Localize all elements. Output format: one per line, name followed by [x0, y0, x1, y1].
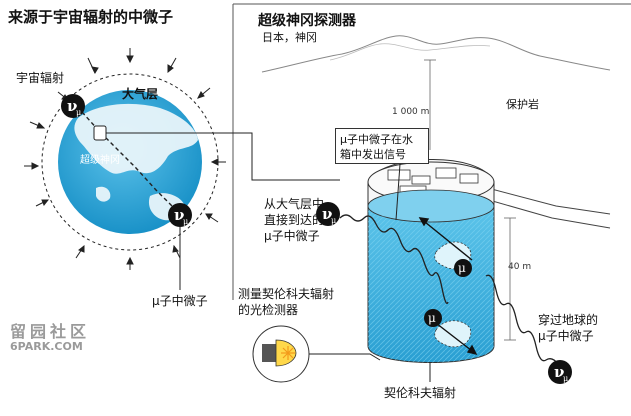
label-signal-line2: 箱中发出信号 [340, 148, 406, 161]
svg-text:ν: ν [67, 97, 77, 115]
watermark-url: 6PARK.COM [10, 340, 83, 353]
svg-text:ν: ν [174, 206, 184, 224]
mountain-detail [329, 43, 491, 61]
earth-group [24, 48, 340, 270]
label-atmosphere: 大气层 [122, 87, 159, 101]
access-tunnel [479, 185, 611, 229]
label-signal-line1: μ子中微子在水 [340, 133, 413, 146]
neutrino-icon-direct: ν μ [316, 202, 340, 226]
label-superk-earth: 超级神冈 [80, 155, 120, 166]
neutrino-path-direct [339, 214, 449, 305]
label-through-line1: 穿过地球的 [538, 313, 599, 327]
neutrino-icon-top: ν μ [61, 94, 85, 118]
label-through-line2: μ子中微子 [538, 329, 594, 343]
neutrino-path-through [485, 274, 559, 365]
svg-text:ν: ν [554, 363, 564, 381]
svg-text:μ: μ [458, 261, 466, 275]
muon-icon-upper: μ [454, 259, 472, 277]
svg-text:μ: μ [428, 311, 436, 325]
cherenkov-cone-lower [434, 320, 472, 348]
mountain-outline [261, 35, 611, 73]
detector-title: 超级神冈探测器 [258, 13, 356, 29]
svg-text:μ: μ [563, 374, 568, 383]
svg-text:μ: μ [183, 217, 188, 226]
muon-track-lower [431, 319, 478, 356]
svg-text:μ: μ [76, 108, 81, 117]
label-pmt-line2: 的光检测器 [238, 303, 299, 317]
muon-track-upper [418, 217, 473, 261]
pmt-flash-icon [281, 346, 295, 360]
continent-asia [74, 103, 198, 174]
continent-island [96, 186, 111, 202]
label-rock: 保护岩 [506, 98, 539, 111]
diagram-title: 来源于宇宙辐射的中微子 [8, 8, 174, 26]
svg-text:μ: μ [331, 216, 336, 225]
water-surface [367, 189, 495, 223]
neutrino-icon-earth-exit: ν μ [168, 203, 192, 227]
label-depth: 1 000 m [392, 107, 430, 117]
pmt-leader [309, 353, 381, 361]
label-direct-line1: 从大气层中 [264, 197, 325, 211]
label-muon-neutrino-earth: μ子中微子 [152, 294, 208, 308]
neutrino-icon-through: ν μ [548, 360, 572, 384]
muon-icon-lower: μ [424, 309, 442, 327]
label-direct-line3: μ子中微子 [264, 229, 320, 243]
pmt-body [262, 344, 276, 362]
signal-leader [395, 163, 401, 221]
label-cherenkov: 契伦科夫辐射 [384, 386, 457, 400]
signal-label-box [335, 128, 429, 164]
zoom-connector [106, 132, 340, 181]
label-pmt-line1: 测量契伦科夫辐射 [238, 287, 335, 301]
watermark-text: 留园社区 [10, 322, 91, 341]
label-height: 40 m [508, 262, 532, 272]
label-cosmic-ray: 宇宙辐射 [16, 71, 65, 85]
label-direct-line2: 直接到达的 [264, 213, 325, 227]
water-hatching [368, 206, 494, 363]
cosmic-ray-arrows [24, 48, 226, 270]
svg-text:ν: ν [322, 205, 332, 223]
detector-location: 日本，神冈 [262, 31, 317, 44]
superk-marker [93, 125, 107, 141]
